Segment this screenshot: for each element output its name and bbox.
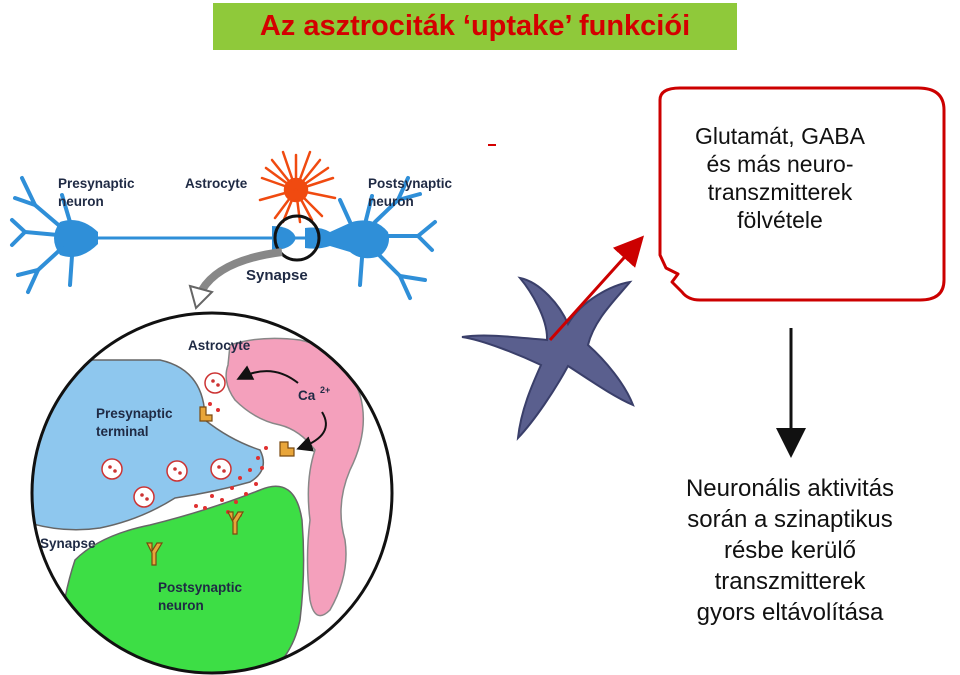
callout-line: fölvétele: [737, 207, 823, 233]
description-line: során a szinaptikus: [687, 506, 893, 533]
description-line: résbe kerülő: [723, 537, 857, 564]
description-line: transzmitterek: [714, 568, 866, 595]
callout-text: Glutamát, GABA és más neuro- transzmitte…: [650, 122, 910, 234]
label-presynaptic-terminal-2: terminal: [96, 424, 149, 439]
synapse-inset: Astrocyte Presynaptic terminal Ca 2+ Syn…: [30, 311, 394, 675]
astrocyte-star-shape: [461, 276, 635, 441]
label-presynaptic-neuron-2: neuron: [58, 194, 104, 209]
callout-line: és más neuro-: [706, 151, 854, 177]
label-postsynaptic-inset-2: neuron: [158, 598, 204, 613]
label-presynaptic-terminal-1: Presynaptic: [96, 406, 173, 421]
description-line: Neuronális aktivitás: [685, 475, 895, 502]
page-title: Az asztrociták ‘uptake’ funkciói: [213, 3, 737, 50]
description-line: gyors eltávolítása: [696, 599, 884, 626]
callout-bubble: [658, 86, 946, 302]
label-calcium-sup: 2+: [320, 385, 330, 395]
callout-line: transzmitterek: [707, 179, 853, 205]
label-postsynaptic-neuron-2: neuron: [368, 194, 414, 209]
description-text: Neuronális aktivitás során a szinaptikus…: [640, 473, 940, 628]
label-synapse-arrow: Synapse: [246, 267, 308, 284]
presynaptic-neuron-shape: [10, 176, 98, 294]
label-astrocyte-inset: Astrocyte: [188, 338, 251, 353]
label-postsynaptic-inset-1: Postsynaptic: [158, 580, 243, 595]
astrocyte-spiky-shape: [258, 150, 337, 224]
label-synapse-inset: Synapse: [40, 536, 96, 551]
synapse-circle: [273, 214, 321, 262]
red-arrow: [548, 235, 645, 342]
postsynaptic-neuron-shape: [58, 485, 305, 673]
label-astrocyte-top: Astrocyte: [185, 176, 248, 191]
label-postsynaptic-neuron-1: Postsynaptic: [368, 176, 453, 191]
neuron-schematic: Presynaptic neuron Astrocyte Postsynapti…: [10, 150, 453, 310]
label-calcium: Ca: [298, 388, 316, 403]
label-presynaptic-neuron-1: Presynaptic: [58, 176, 135, 191]
callout-line: Glutamát, GABA: [694, 123, 865, 149]
